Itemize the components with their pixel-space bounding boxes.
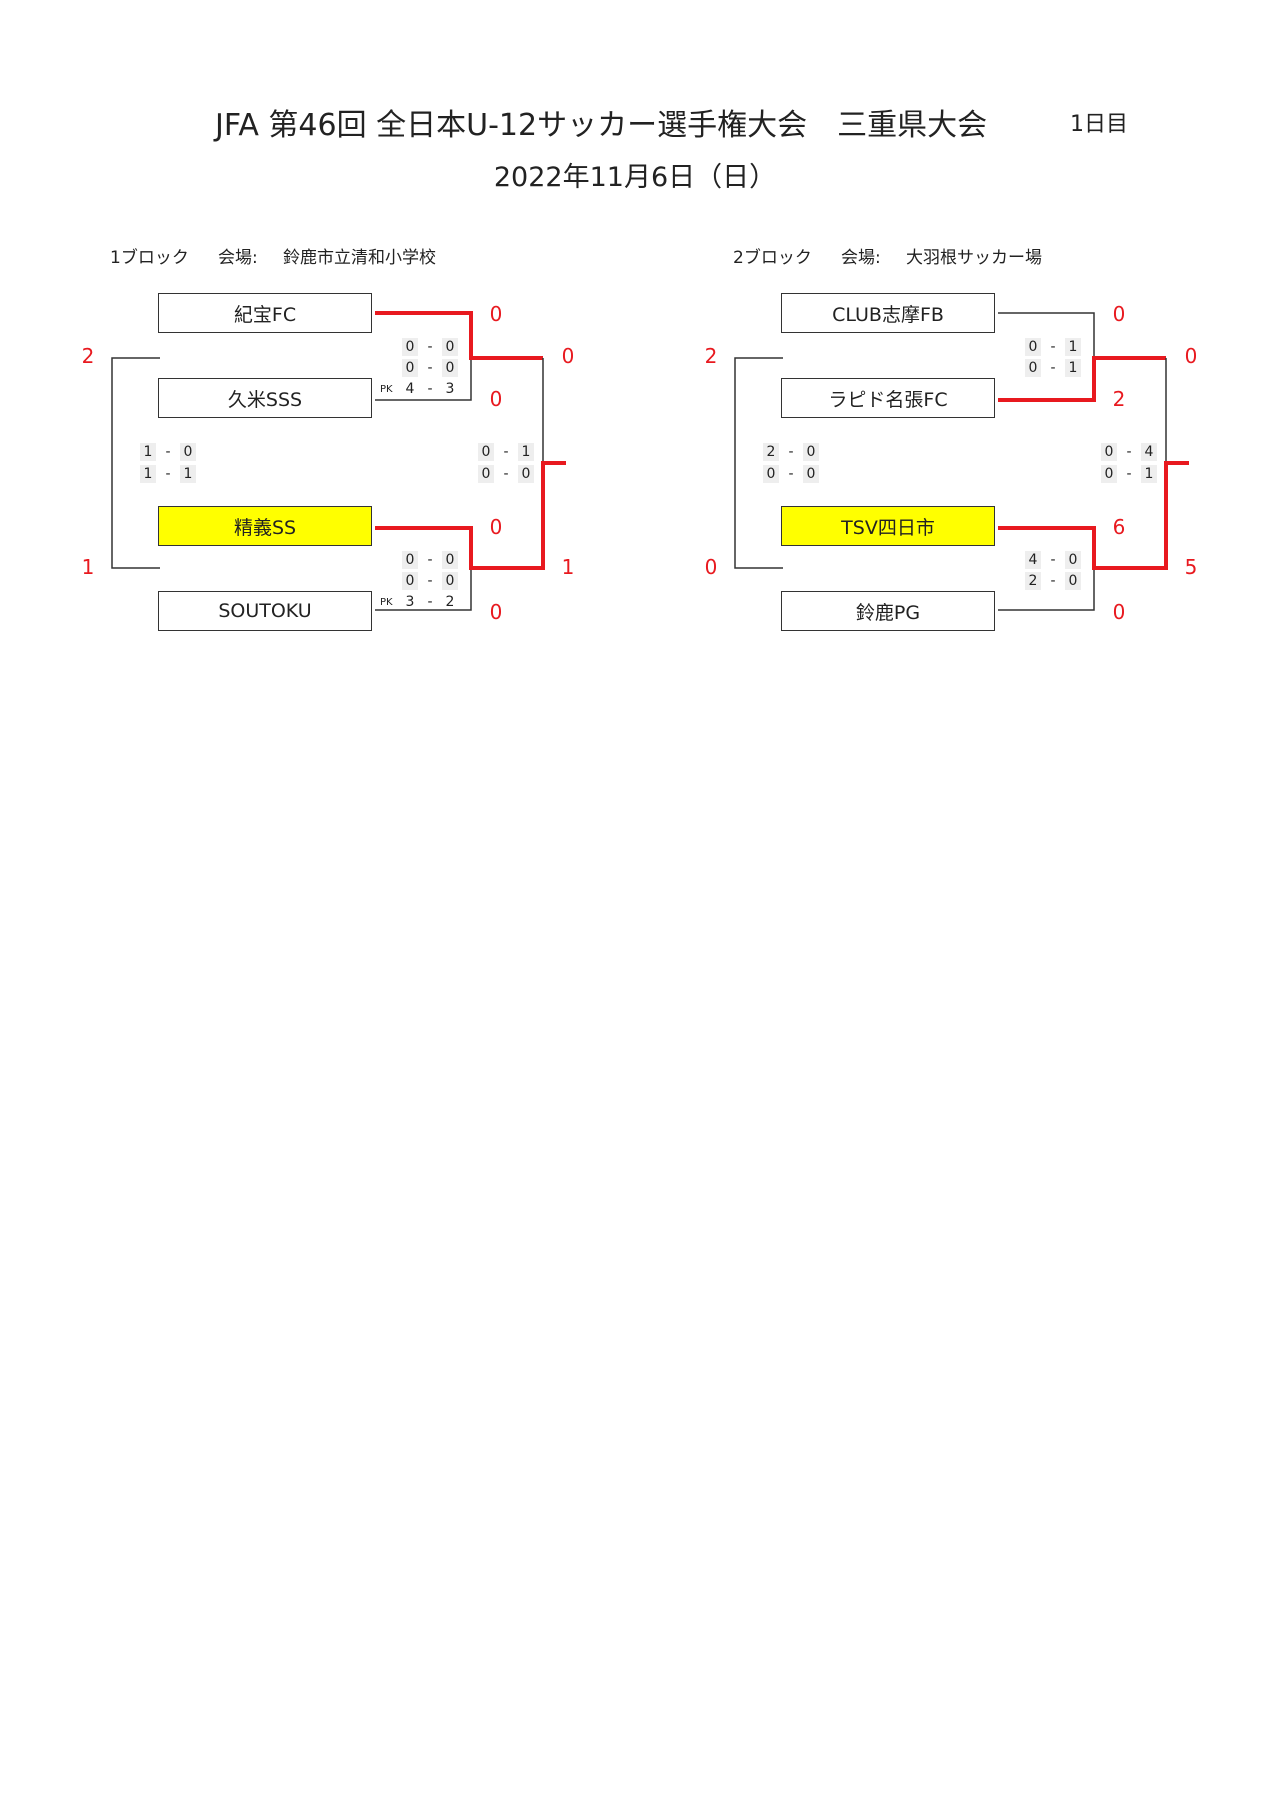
final-half-score-left: 1-0 — [140, 443, 196, 461]
team-box: SOUTOKU — [158, 591, 372, 631]
half-score-b: 0 — [442, 359, 458, 377]
block1-venue-label: 会場: — [218, 248, 258, 268]
final-score-right: 0 — [1184, 344, 1198, 368]
pk-score-a: 4 — [405, 381, 415, 397]
final-score-left: 0 — [704, 555, 718, 579]
block1-label: 1ブロック — [110, 248, 189, 268]
team-box: 久米SSS — [158, 378, 372, 418]
block2-match1-winner-line — [998, 356, 1166, 402]
half-score: 0-1 — [1025, 359, 1081, 377]
block1-match1-loser-line — [375, 358, 472, 401]
block2-match1-loser-line — [998, 312, 1095, 358]
half-score-a: 0 — [402, 338, 418, 356]
pk-label: PK — [380, 596, 393, 608]
half-score-b: 0 — [1065, 551, 1081, 569]
half-score-b: 1 — [1065, 359, 1081, 377]
block1-match2-winner-line — [375, 461, 566, 570]
match-score: 0 — [489, 302, 503, 326]
final-score-right: 1 — [561, 555, 575, 579]
half-score: 0-0 — [402, 551, 458, 569]
team-box: ラピド名張FC — [781, 378, 995, 418]
half-score: 0-0 — [402, 572, 458, 590]
block1-outer-left-line — [111, 357, 160, 569]
final-half-score-right: 0-1 — [1101, 465, 1157, 483]
tournament-date: 2022年11月6日（日） — [493, 162, 777, 193]
final-score-left: 2 — [81, 344, 95, 368]
team-box-highlighted: TSV四日市 — [781, 506, 995, 546]
half-score-b: 0 — [442, 551, 458, 569]
block2-label: 2ブロック — [733, 248, 812, 268]
team-box: 鈴鹿PG — [781, 591, 995, 631]
match-score: 0 — [1112, 302, 1126, 326]
pk-score-a: 3 — [405, 594, 415, 610]
final-half-score-left: 0-0 — [763, 465, 819, 483]
half-score: 0-1 — [1025, 338, 1081, 356]
half-score-a: 2 — [1025, 572, 1041, 590]
block2-match2-loser-line — [998, 568, 1095, 611]
half-score-b: 0 — [1065, 572, 1081, 590]
half-score-a: 0 — [1025, 359, 1041, 377]
half-score-a: 0 — [402, 572, 418, 590]
team-box: CLUB志摩FB — [781, 293, 995, 333]
match-score: 0 — [489, 515, 503, 539]
final-half-score-right: 0-0 — [478, 465, 534, 483]
final-half-score-right: 0-1 — [478, 443, 534, 461]
block1-match2-loser-line — [375, 568, 472, 611]
match-score: 0 — [489, 600, 503, 624]
half-score: 0-0 — [402, 338, 458, 356]
half-score-b: 0 — [442, 338, 458, 356]
pk-score-b: 2 — [445, 594, 455, 610]
half-score: 2-0 — [1025, 572, 1081, 590]
team-box-highlighted: 精義SS — [158, 506, 372, 546]
match-score: 2 — [1112, 387, 1126, 411]
half-score: 4-0 — [1025, 551, 1081, 569]
block2-outer-left-line — [734, 357, 783, 569]
pk-score-b: 3 — [445, 381, 455, 397]
match-score: 0 — [1112, 600, 1126, 624]
half-score-b: 0 — [442, 572, 458, 590]
half-score: 0-0 — [402, 359, 458, 377]
half-score-a: 4 — [1025, 551, 1041, 569]
pk-label: PK — [380, 383, 393, 395]
final-score-left: 2 — [704, 344, 718, 368]
block1-venue: 鈴鹿市立清和小学校 — [283, 248, 436, 268]
final-score-right: 0 — [561, 344, 575, 368]
half-score-a: 0 — [402, 359, 418, 377]
block2-venue: 大羽根サッカー場 — [906, 248, 1042, 268]
final-half-score-right: 0-4 — [1101, 443, 1157, 461]
half-score-b: 1 — [1065, 338, 1081, 356]
final-score-left: 1 — [81, 555, 95, 579]
final-half-score-left: 2-0 — [763, 443, 819, 461]
match-score: 0 — [489, 387, 503, 411]
final-score-right: 5 — [1184, 555, 1198, 579]
team-box: 紀宝FC — [158, 293, 372, 333]
block2-match2-winner-line — [998, 461, 1189, 570]
day-number: 1日目 — [1070, 112, 1128, 137]
tournament-title: JFA 第46回 全日本U-12サッカー選手権大会 三重県大会 — [215, 108, 988, 143]
block1-match1-winner-line — [375, 311, 543, 360]
half-score-a: 0 — [1025, 338, 1041, 356]
block1-lines — [111, 311, 566, 611]
block2-venue-label: 会場: — [841, 248, 881, 268]
half-score-a: 0 — [402, 551, 418, 569]
block2-lines — [734, 312, 1189, 611]
final-half-score-left: 1-1 — [140, 465, 196, 483]
match-score: 6 — [1112, 515, 1126, 539]
